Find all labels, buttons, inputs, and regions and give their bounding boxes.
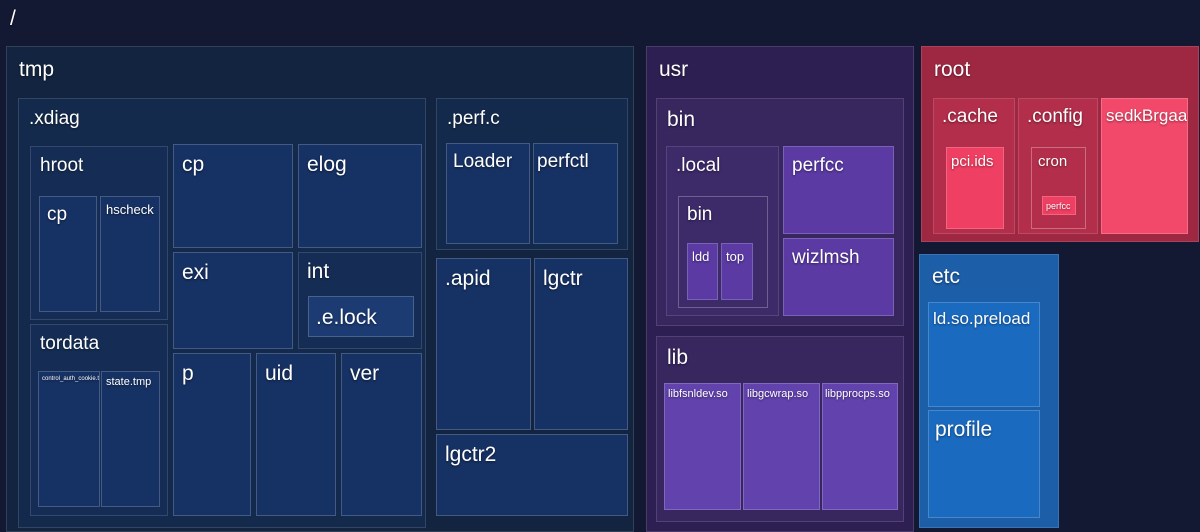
node-label-libpprocps: libpprocps.so — [825, 388, 890, 400]
treemap-node-cron[interactable]: cron — [1031, 147, 1086, 229]
treemap-leaf-exi[interactable]: exi — [173, 252, 293, 349]
treemap-leaf-hroot-cp[interactable]: cp — [39, 196, 97, 312]
treemap-leaf-wizlmsh[interactable]: wizlmsh — [783, 238, 894, 316]
treemap-leaf-xdiag-cp[interactable]: cp — [173, 144, 293, 248]
treemap-leaf-lgctr[interactable]: lgctr — [534, 258, 628, 430]
node-label-top: top — [726, 249, 745, 264]
treemap-leaf-profile[interactable]: profile — [928, 410, 1040, 518]
treemap-leaf-lgctr2[interactable]: lgctr2 — [436, 434, 628, 516]
treemap-leaf-hscheck[interactable]: hscheck — [100, 196, 160, 312]
node-label-p: p — [182, 362, 194, 385]
treemap-leaf-libfsnldev[interactable]: libfsnldev.so — [664, 383, 741, 510]
node-label-xdiag: .xdiag — [29, 108, 80, 129]
node-label-int: int — [307, 260, 330, 283]
node-label-state-tmp: state.tmp — [106, 376, 152, 388]
node-label-hscheck: hscheck — [106, 202, 154, 217]
node-label-uid: uid — [265, 362, 294, 385]
node-label-profile: profile — [935, 418, 993, 441]
node-label-cron: cron — [1038, 153, 1068, 170]
node-label-perf-c: .perf.c — [447, 108, 500, 129]
node-label-lgctr: lgctr — [543, 267, 583, 290]
node-label-config: .config — [1027, 106, 1083, 127]
node-label-ld-so-preload: ld.so.preload — [933, 309, 1031, 328]
treemap-leaf-top[interactable]: top — [721, 243, 753, 300]
treemap-leaf-uid[interactable]: uid — [256, 353, 336, 516]
treemap-leaf-pci-ids[interactable]: pci.ids — [946, 147, 1004, 229]
node-label-usr-bin: bin — [667, 108, 696, 131]
node-label-e-lock: .e.lock — [316, 306, 377, 329]
node-label-perfctl: perfctl — [537, 151, 589, 172]
node-label-local-bin: bin — [687, 204, 713, 225]
treemap-leaf-cron-perfcc[interactable]: perfcc — [1042, 196, 1076, 215]
treemap-leaf-ld-so-preload[interactable]: ld.so.preload — [928, 302, 1040, 407]
node-label-control-auth-cookie: control_auth_cookie.tmp — [42, 376, 100, 382]
treemap-leaf-perfcc[interactable]: perfcc — [783, 146, 894, 234]
node-label-rootdir: root — [934, 58, 971, 81]
node-label-ldd: ldd — [692, 249, 710, 264]
node-label-apid: .apid — [445, 267, 491, 290]
treemap-leaf-state-tmp[interactable]: state.tmp — [101, 371, 160, 507]
treemap-leaf-loader[interactable]: Loader — [446, 143, 530, 244]
node-label-etc: etc — [932, 265, 961, 288]
node-label-sedkbrgaa: sedkBrgaa — [1106, 106, 1188, 125]
node-label-xdiag-cp: cp — [182, 153, 205, 176]
treemap-leaf-sedkbrgaa[interactable]: sedkBrgaa — [1101, 98, 1188, 234]
node-label-perfcc: perfcc — [792, 155, 844, 176]
treemap-leaf-apid[interactable]: .apid — [436, 258, 531, 430]
node-label-libfsnldev: libfsnldev.so — [668, 388, 728, 400]
node-label-cache: .cache — [942, 106, 998, 127]
node-label-cron-perfcc: perfcc — [1046, 201, 1071, 211]
treemap-leaf-ver[interactable]: ver — [341, 353, 422, 516]
node-label-tordata: tordata — [40, 333, 100, 354]
treemap-leaf-ldd[interactable]: ldd — [687, 243, 718, 300]
node-label-wizlmsh: wizlmsh — [792, 247, 860, 268]
node-label-lgctr2: lgctr2 — [445, 443, 497, 466]
treemap-leaf-libpprocps[interactable]: libpprocps.so — [822, 383, 898, 510]
node-label-exi: exi — [182, 261, 209, 284]
node-label-pci-ids: pci.ids — [951, 153, 994, 170]
node-label-hroot: hroot — [40, 155, 84, 176]
node-label-loader: Loader — [453, 151, 513, 172]
node-label-hroot-cp: cp — [47, 204, 68, 225]
node-label-usr-lib: lib — [667, 346, 689, 369]
node-label-elog: elog — [307, 153, 347, 176]
treemap-leaf-elog[interactable]: elog — [298, 144, 422, 248]
node-label-root: / — [10, 7, 16, 30]
treemap-leaf-control-auth-cookie[interactable]: control_auth_cookie.tmp — [38, 371, 100, 507]
node-label-ver: ver — [350, 362, 380, 385]
treemap-leaf-p[interactable]: p — [173, 353, 251, 516]
node-label-local: .local — [676, 155, 721, 176]
treemap-leaf-perfctl[interactable]: perfctl — [533, 143, 618, 244]
node-label-tmp: tmp — [19, 58, 55, 81]
treemap-leaf-libgcwrap[interactable]: libgcwrap.so — [743, 383, 820, 510]
node-label-usr: usr — [659, 58, 689, 81]
node-label-libgcwrap: libgcwrap.so — [747, 388, 809, 400]
treemap-leaf-e-lock[interactable]: .e.lock — [308, 296, 414, 337]
